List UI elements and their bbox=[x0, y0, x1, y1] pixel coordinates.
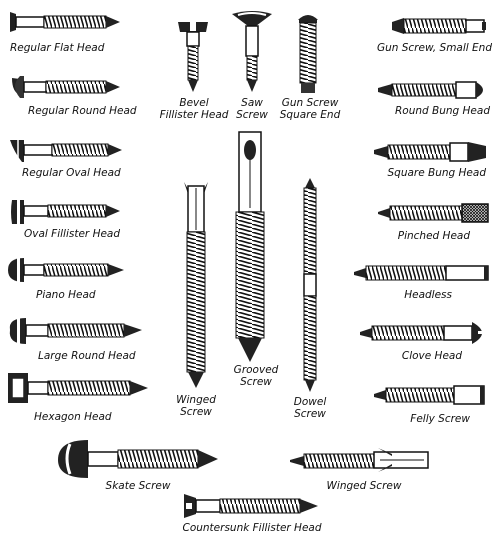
label-gun-square-line2: Square End bbox=[279, 109, 341, 121]
bevel-fillister-head-screw bbox=[178, 21, 208, 92]
label-gun-square-line1: Gun Screw bbox=[281, 97, 339, 109]
regular-round-head-screw bbox=[12, 76, 120, 98]
label-dowel-screw: Dowel Screw bbox=[294, 396, 326, 420]
headless-screw bbox=[354, 265, 489, 281]
label-winged-v-line2: Screw bbox=[180, 406, 212, 418]
regular-flat-head-screw bbox=[10, 12, 120, 32]
dowel-screw bbox=[303, 178, 317, 392]
label-regular-round-head: Regular Round Head bbox=[28, 105, 137, 117]
label-saw-line2: Screw bbox=[236, 109, 268, 121]
label-saw-screw: Saw Screw bbox=[236, 97, 268, 121]
label-pinched-head: Pinched Head bbox=[397, 230, 470, 242]
regular-oval-head-screw bbox=[10, 139, 122, 163]
felly-screw bbox=[374, 385, 485, 405]
label-dowel-line2: Screw bbox=[294, 408, 326, 420]
gun-screw-square-end bbox=[298, 15, 318, 93]
label-winged-screw-horizontal: Winged Screw bbox=[326, 480, 402, 492]
oval-fillister-head-screw bbox=[11, 199, 120, 225]
label-large-round-head: Large Round Head bbox=[38, 350, 136, 362]
label-clove-head: Clove Head bbox=[401, 350, 462, 362]
square-bung-head-screw bbox=[374, 142, 486, 162]
winged-screw-vertical bbox=[184, 182, 208, 388]
gun-screw-small-end bbox=[392, 18, 486, 34]
label-gun-screw-small-end: Gun Screw, Small End bbox=[376, 42, 492, 54]
label-felly-screw: Felly Screw bbox=[410, 413, 470, 425]
label-square-bung-head: Square Bung Head bbox=[387, 167, 486, 179]
label-winged-screw-vertical: Winged Screw bbox=[176, 394, 216, 418]
label-bevel-line1: Bevel bbox=[179, 97, 209, 109]
label-countersunk-fillister-head: Countersunk Fillister Head bbox=[182, 522, 322, 534]
label-grooved-screw: Grooved Screw bbox=[234, 364, 279, 388]
saw-screw bbox=[232, 11, 272, 92]
label-piano-head: Piano Head bbox=[36, 289, 96, 301]
label-round-bung-head: Round Bung Head bbox=[394, 105, 490, 117]
label-oval-fillister-head: Oval Fillister Head bbox=[24, 228, 121, 240]
skate-screw bbox=[58, 440, 218, 478]
label-headless: Headless bbox=[404, 289, 452, 301]
piano-head-screw bbox=[8, 257, 124, 283]
countersunk-fillister-head-screw bbox=[184, 494, 318, 518]
pinched-head-screw bbox=[378, 203, 489, 223]
grooved-screw bbox=[235, 131, 265, 362]
label-grooved-line1: Grooved bbox=[233, 364, 279, 376]
round-bung-head-screw bbox=[378, 81, 483, 99]
label-grooved-line2: Screw bbox=[240, 376, 272, 388]
large-round-head-screw bbox=[9, 317, 142, 345]
clove-head-screw bbox=[360, 322, 488, 344]
label-bevel-line2: Fillister Head bbox=[159, 109, 229, 121]
hexagon-head-screw bbox=[8, 373, 148, 403]
label-saw-line1: Saw bbox=[241, 97, 263, 109]
winged-screw-horizontal bbox=[290, 448, 429, 472]
label-dowel-line1: Dowel bbox=[293, 396, 327, 408]
label-gun-screw-square-end: Gun Screw Square End bbox=[280, 97, 341, 121]
label-hexagon-head: Hexagon Head bbox=[34, 411, 112, 423]
label-skate-screw: Skate Screw bbox=[105, 480, 171, 492]
label-bevel-fillister-head: Bevel Fillister Head bbox=[160, 97, 229, 121]
label-regular-oval-head: Regular Oval Head bbox=[22, 167, 121, 179]
label-winged-v-line1: Winged bbox=[176, 394, 216, 406]
label-regular-flat-head: Regular Flat Head bbox=[10, 42, 105, 54]
